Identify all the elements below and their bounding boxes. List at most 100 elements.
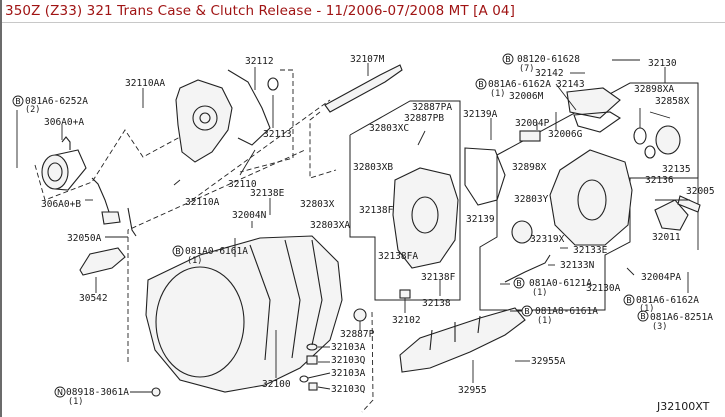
part-label-32004N[interactable]: 32004N xyxy=(232,210,267,221)
part-label-32136[interactable]: 32136 xyxy=(645,175,674,186)
part-label-32139A[interactable]: 32139A xyxy=(463,109,498,120)
part-label-081A6-6162A[interactable]: 081A6-6162A xyxy=(488,79,551,90)
part-label-32138E[interactable]: 32138E xyxy=(250,188,285,199)
part-label-32050A[interactable]: 32050A xyxy=(67,233,102,244)
part-label-32898XA[interactable]: 32898XA xyxy=(634,84,674,95)
part-label-081A6-6252A[interactable]: 081A6-6252A xyxy=(25,96,88,107)
bearing-32858X-drawing xyxy=(633,127,647,145)
part-label-081A6-8251A[interactable]: 081A6-8251A xyxy=(650,312,713,323)
part-label-081A6-6162A[interactable]: 081A6-6162A xyxy=(636,295,699,306)
part-label-306A0-B[interactable]: 306A0+B xyxy=(41,199,81,210)
part-label-32102[interactable]: 32102 xyxy=(392,315,421,326)
extension-housing-drawing xyxy=(549,149,633,246)
part-label-32110AA[interactable]: 32110AA xyxy=(125,78,165,89)
title-divider xyxy=(2,22,725,23)
part-label-32103A[interactable]: 32103A xyxy=(331,342,366,353)
part-label-32110A[interactable]: 32110A xyxy=(185,197,220,208)
part-label-32143[interactable]: 32143 xyxy=(556,79,585,90)
part-label-081A8-6161A[interactable]: 081A8-6161A xyxy=(535,306,598,317)
seal-32113-drawing xyxy=(267,77,279,91)
part-label-32133E[interactable]: 32133E xyxy=(573,245,608,256)
svg-text:B: B xyxy=(175,247,181,256)
part-label-32103Q[interactable]: 32103Q xyxy=(331,355,366,366)
part-label-32100[interactable]: 32100 xyxy=(262,379,291,390)
svg-text:B: B xyxy=(640,312,646,321)
part-qty: (2) xyxy=(25,105,40,115)
part-label-32107M[interactable]: 32107M xyxy=(350,54,385,65)
part-label-32319X[interactable]: 32319X xyxy=(530,234,565,245)
part-qty: (1) xyxy=(537,316,552,326)
part-label-32955A[interactable]: 32955A xyxy=(531,356,566,367)
plug-32103Q-drawing xyxy=(308,382,318,391)
plug-32103Q-drawing xyxy=(306,355,318,365)
part-label-32858X[interactable]: 32858X xyxy=(655,96,690,107)
bolt-symbol-icon: B xyxy=(623,294,635,306)
part-label-30542[interactable]: 30542 xyxy=(79,293,108,304)
bolt-symbol-icon: B xyxy=(475,78,487,90)
bolt-symbol-icon: B xyxy=(502,53,514,65)
part-label-32803XA[interactable]: 32803XA xyxy=(310,220,350,231)
part-label-32004PA[interactable]: 32004PA xyxy=(641,272,681,283)
part-label-32135[interactable]: 32135 xyxy=(662,164,691,175)
part-label-32138F[interactable]: 32138F xyxy=(359,205,394,216)
bolt-symbol-icon: B xyxy=(637,310,649,322)
bracket-32011-drawing xyxy=(654,199,689,231)
leader-lines xyxy=(16,59,690,393)
part-label-32103Q[interactable]: 32103Q xyxy=(331,384,366,395)
part-label-08918-3061A[interactable]: 08918-3061A xyxy=(66,387,129,398)
part-label-32112[interactable]: 32112 xyxy=(245,56,274,67)
part-label-32803XC[interactable]: 32803XC xyxy=(369,123,409,134)
part-label-32004P[interactable]: 32004P xyxy=(515,118,550,129)
part-label-32006G[interactable]: 32006G xyxy=(548,129,583,140)
part-label-32138F[interactable]: 32138F xyxy=(421,272,456,283)
part-label-32887PB[interactable]: 32887PB xyxy=(404,113,444,124)
dashed-guide xyxy=(191,99,331,201)
part-label-32130A[interactable]: 32130A xyxy=(586,283,621,294)
dashed-guide xyxy=(239,69,294,173)
group-box-32130 xyxy=(479,82,699,311)
washer-32103A-drawing xyxy=(306,343,318,351)
bolt-symbol-icon: B xyxy=(12,95,24,107)
adapter-plate-drawing xyxy=(392,167,459,269)
part-label-32803Y[interactable]: 32803Y xyxy=(514,194,549,205)
part-label-32955[interactable]: 32955 xyxy=(458,385,487,396)
part-label-32005[interactable]: 32005 xyxy=(686,186,715,197)
part-label-081A0-6121A[interactable]: 081A0-6121A xyxy=(529,278,592,289)
part-label-32887PA[interactable]: 32887PA xyxy=(412,102,452,113)
part-label-32006M[interactable]: 32006M xyxy=(509,91,544,102)
part-qty: (7) xyxy=(519,64,534,74)
svg-text:B: B xyxy=(516,279,522,288)
release-bearing-drawing xyxy=(34,129,181,201)
part-label-32803XB[interactable]: 32803XB xyxy=(353,162,393,173)
part-label-32133N[interactable]: 32133N xyxy=(560,260,595,271)
part-label-32103A[interactable]: 32103A xyxy=(331,368,366,379)
sensor-32006M-drawing xyxy=(519,130,541,142)
page-title: 350Z (Z33) 321 Trans Case & Clutch Relea… xyxy=(5,3,515,19)
group-box-32138 xyxy=(349,100,461,301)
part-label-32138FA[interactable]: 32138FA xyxy=(378,251,418,262)
part-label-32113[interactable]: 32113 xyxy=(263,129,292,140)
nut-symbol-icon: N xyxy=(54,386,66,398)
part-label-32130[interactable]: 32130 xyxy=(648,58,677,69)
gasket-32112-drawing xyxy=(227,69,271,146)
part-label-32011[interactable]: 32011 xyxy=(652,232,681,243)
plug-32887P-drawing xyxy=(353,308,367,322)
part-label-32110[interactable]: 32110 xyxy=(228,179,257,190)
svg-text:B: B xyxy=(505,55,511,64)
gasket-32143-drawing xyxy=(573,111,622,133)
part-label-32898X[interactable]: 32898X xyxy=(512,162,547,173)
part-label-32803X[interactable]: 32803X xyxy=(300,199,335,210)
part-label-32887P[interactable]: 32887P xyxy=(340,329,375,340)
part-label-32139[interactable]: 32139 xyxy=(466,214,495,225)
rod-32133N-drawing xyxy=(504,254,551,283)
washer-32103A-drawing xyxy=(299,375,309,383)
bolt-symbol-icon: B xyxy=(513,277,525,289)
part-label-32138[interactable]: 32138 xyxy=(422,298,451,309)
svg-text:B: B xyxy=(524,307,530,316)
bearing-32319X-drawing xyxy=(511,220,533,244)
part-label-081A0-6161A[interactable]: 081A0-6161A xyxy=(185,246,248,257)
part-label-306A0-A[interactable]: 306A0+A xyxy=(44,117,84,128)
part-label-32142[interactable]: 32142 xyxy=(535,68,564,79)
part-label-08120-61628[interactable]: 08120-61628 xyxy=(517,54,580,65)
